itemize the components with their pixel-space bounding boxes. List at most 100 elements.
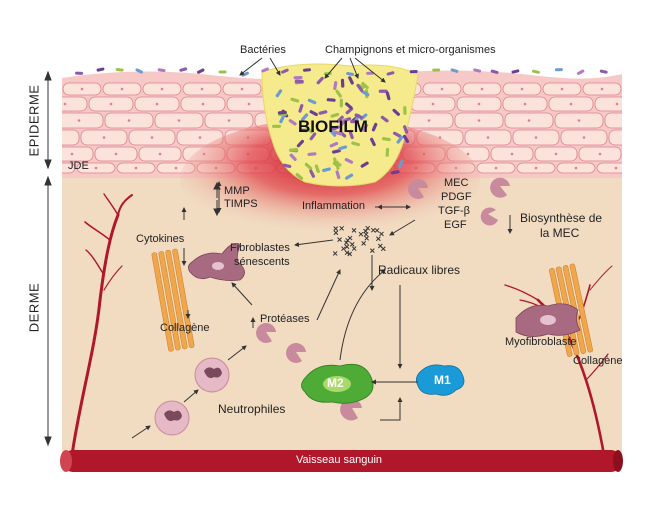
radicaux-label: Radicaux libres: [378, 263, 461, 277]
bacterium: [339, 118, 347, 127]
bacterium: [277, 110, 287, 115]
biofilm-label: BIOFILM: [298, 117, 368, 136]
bacterium: [335, 89, 342, 98]
bacterium: [350, 119, 360, 124]
biofilm: [261, 63, 419, 187]
bacterium: [322, 167, 331, 173]
collagen-fibers-left: [151, 248, 195, 352]
surface-microbe: [511, 69, 520, 74]
surface-microbe: [366, 71, 375, 75]
epidermis-cell-nucleus: [577, 119, 581, 122]
bacterium: [314, 164, 320, 174]
bacterium: [316, 76, 324, 85]
bacterium: [307, 98, 317, 105]
bacterium: [392, 131, 402, 138]
bacterium: [338, 130, 347, 138]
epidermis-cell: [62, 129, 80, 146]
epidermis-cell-nucleus: [174, 166, 178, 170]
epidermis-cell: [62, 112, 104, 129]
bacterium: [295, 172, 304, 180]
surface-microbe: [386, 71, 395, 76]
egf-label: EGF: [444, 219, 467, 231]
m2-label: M2: [327, 376, 344, 390]
epidermis-cell-nucleus: [94, 166, 98, 170]
bacterium: [370, 137, 376, 147]
epidermis-cell-nucleus: [63, 102, 67, 106]
free-radical-mark: [337, 237, 342, 242]
epidermis-cell-nucleus: [127, 119, 131, 122]
epidermis-cell-nucleus: [200, 87, 204, 91]
bacterium: [380, 115, 389, 123]
mmp-timps-arrows: [213, 181, 221, 217]
macrophage-m1: [416, 364, 465, 396]
bacterium: [356, 83, 364, 92]
epidermis-cell-nucleus: [554, 152, 558, 156]
epidermis-cell-nucleus: [486, 136, 490, 139]
protease-shapes: [256, 322, 362, 421]
epidermis-cell-nucleus: [80, 87, 84, 91]
free-radical-mark: [374, 228, 380, 233]
epidermis-cell-nucleus: [569, 102, 573, 106]
process-arrows: [131, 57, 513, 439]
surface-microbe: [490, 69, 499, 74]
free-radical-mark: [351, 227, 357, 233]
surface-microbe: [75, 71, 84, 75]
biosynthese-label-line2: la MEC: [540, 226, 580, 240]
bacterium: [378, 89, 388, 93]
epidermis-cell-nucleus: [247, 102, 251, 106]
biosynthese-label-line1: Biosynthèse de: [520, 211, 603, 225]
bacterium: [309, 169, 316, 178]
surface-microbe: [450, 68, 459, 73]
bacterium: [290, 97, 300, 103]
free-radical-mark: [351, 246, 357, 251]
epidermis-cell-nucleus: [150, 136, 154, 139]
bacterium: [332, 161, 342, 167]
bacterium: [299, 128, 309, 133]
epiderme-label: EPIDERME: [26, 84, 42, 157]
collagen-fiber: [569, 263, 593, 353]
bacterium: [354, 113, 364, 120]
bacterium: [335, 170, 341, 180]
surface-microbe: [179, 67, 188, 72]
bacterium: [304, 162, 313, 170]
epidermis-cell-nucleus: [102, 136, 106, 139]
free-radical-mark: [364, 235, 370, 241]
epidermis-cell-nucleus: [198, 136, 202, 139]
timps-label: TIMPS: [224, 198, 258, 210]
epidermis-cell-nucleus: [523, 102, 527, 106]
surface-microbe: [197, 68, 205, 74]
free-radical-mark: [344, 244, 350, 250]
bacterium: [385, 147, 390, 157]
neutrophiles-label: Neutrophiles: [218, 402, 286, 416]
free-radical-mark: [349, 242, 355, 247]
epidermis-cell: [62, 162, 76, 174]
epidermis-cell-nucleus: [598, 152, 602, 156]
epidermis-cell-nucleus: [560, 87, 564, 91]
free-radical-mark: [379, 231, 384, 237]
free-radical-mark: [369, 248, 375, 253]
epidermis-cell: [604, 112, 622, 129]
surface-microbe: [115, 68, 124, 72]
epidermis-cell-nucleus: [109, 102, 113, 106]
bacterium: [333, 130, 343, 136]
epidermis-cell-nucleus: [534, 166, 538, 170]
main-blood-vessel: [60, 450, 623, 472]
epidermis-cell-nucleus: [70, 152, 74, 156]
jde-label: JDE: [68, 160, 89, 172]
bacterium: [344, 102, 353, 110]
surface-microbe: [473, 68, 482, 73]
epidermis-cell-nucleus: [240, 87, 244, 91]
epidermis-cell-nucleus: [177, 119, 181, 122]
free-radical-mark: [345, 237, 351, 243]
collagen-fiber: [172, 248, 195, 348]
surface-microbe: [599, 69, 608, 74]
bacterium: [293, 76, 303, 80]
epidermis-cell-nucleus: [431, 102, 435, 106]
bacterium: [275, 89, 283, 98]
collagen-fiber: [165, 249, 188, 350]
bacterium: [279, 114, 285, 124]
epidermis-cell-nucleus: [440, 87, 444, 91]
bacterium: [333, 81, 338, 90]
surface-microbe: [409, 70, 418, 74]
